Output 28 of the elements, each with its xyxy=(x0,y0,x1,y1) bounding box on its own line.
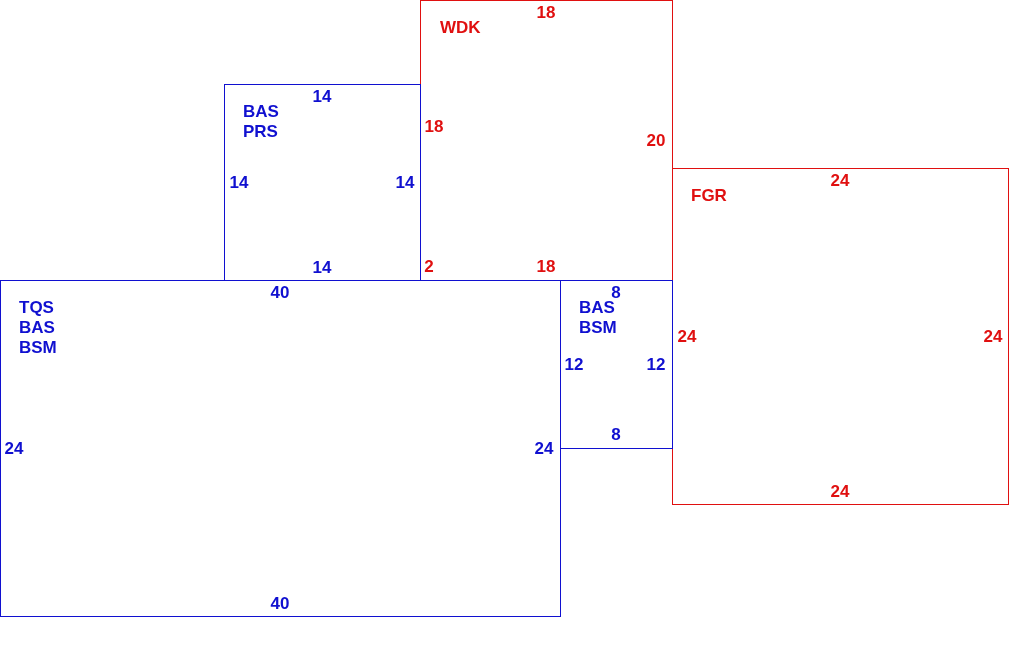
room-label: WDK xyxy=(440,18,481,38)
room-outline xyxy=(672,168,1009,505)
room-label: BAS PRS xyxy=(243,102,279,142)
dimension-label: 40 xyxy=(270,594,290,614)
dimension-label: 18 xyxy=(536,257,556,277)
dimension-label: 20 xyxy=(646,131,666,151)
dimension-label: 18 xyxy=(424,117,444,137)
dimension-label: 14 xyxy=(312,258,332,278)
dimension-label: 12 xyxy=(646,355,666,375)
dimension-label: 24 xyxy=(677,327,697,347)
room-outline xyxy=(224,84,421,281)
room-outline xyxy=(0,280,561,617)
dimension-label: 24 xyxy=(4,439,24,459)
dimension-label: 2 xyxy=(424,257,434,277)
dimension-label: 24 xyxy=(830,482,850,502)
dimension-label: 24 xyxy=(830,171,850,191)
dimension-label: 14 xyxy=(229,173,249,193)
dimension-label: 18 xyxy=(536,3,556,23)
dimension-label: 12 xyxy=(564,355,584,375)
dimension-label: 24 xyxy=(534,439,554,459)
dimension-label: 40 xyxy=(270,283,290,303)
room-outline xyxy=(560,280,673,449)
dimension-label: 14 xyxy=(395,173,415,193)
dimension-label: 14 xyxy=(312,87,332,107)
dimension-label: 24 xyxy=(983,327,1003,347)
dimension-label: 8 xyxy=(611,425,621,445)
room-label: TQS BAS BSM xyxy=(19,298,57,358)
room-label: FGR xyxy=(691,186,727,206)
